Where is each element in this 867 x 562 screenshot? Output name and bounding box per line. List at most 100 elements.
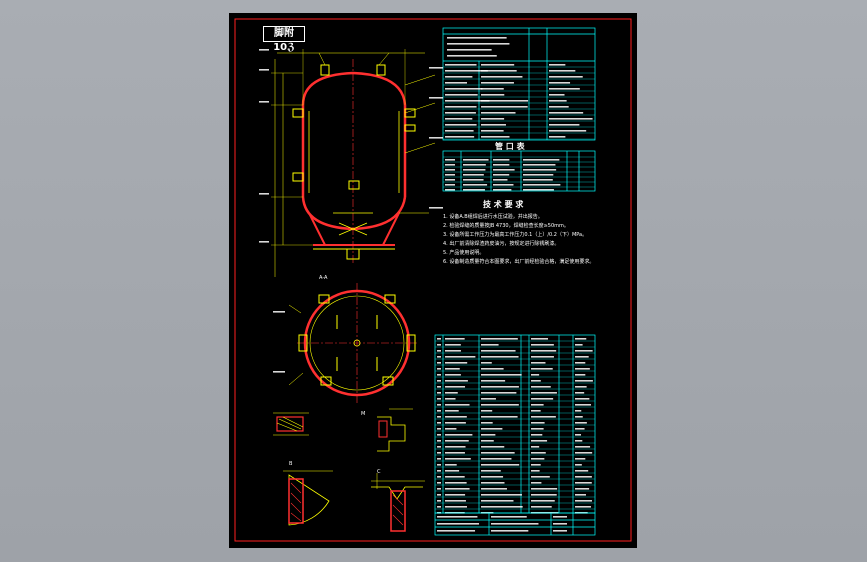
illegible-text-stroke — [523, 169, 557, 171]
illegible-text-stroke — [445, 344, 461, 346]
illegible-text-stroke — [481, 82, 514, 84]
illegible-text-stroke — [447, 43, 510, 45]
illegible-text-stroke — [437, 350, 441, 352]
illegible-text-stroke — [575, 380, 593, 382]
illegible-text-stroke — [447, 37, 507, 39]
illegible-text-stroke — [259, 49, 269, 51]
illegible-text-stroke — [437, 416, 441, 418]
illegible-text-stroke — [481, 458, 512, 460]
illegible-text-stroke — [481, 344, 499, 346]
illegible-text-stroke — [445, 169, 455, 171]
illegible-text-stroke — [481, 470, 501, 472]
illegible-text-stroke — [531, 452, 546, 454]
illegible-text-stroke — [531, 410, 541, 412]
illegible-text-stroke — [437, 470, 441, 472]
illegible-text-stroke — [445, 174, 455, 176]
sheet-border — [234, 18, 632, 542]
illegible-text-stroke — [575, 488, 590, 490]
illegible-text-stroke — [445, 506, 467, 508]
illegible-text-stroke — [445, 362, 468, 364]
illegible-text-stroke — [549, 130, 587, 132]
illegible-text-stroke — [481, 94, 505, 96]
tech-note: 1. 设备A.B组焊后进行水压试验，并出报告。 — [443, 214, 543, 220]
illegible-text-stroke — [493, 164, 510, 166]
dimension-ticks — [259, 49, 443, 373]
illegible-text-stroke — [463, 169, 486, 171]
illegible-text-stroke — [445, 179, 455, 181]
illegible-text-stroke — [445, 130, 474, 132]
illegible-text-stroke — [523, 159, 560, 161]
tech-requirements-heading: 技 术 要 求 — [483, 200, 524, 209]
tech-note: 3. 设备所需工作压力为最高工作压力0.1（上）/0.2（下）MPa。 — [443, 232, 588, 238]
illegible-text-stroke — [437, 482, 441, 484]
illegible-text-stroke — [575, 428, 585, 430]
illegible-text-stroke — [493, 179, 508, 181]
parts-list — [434, 334, 596, 514]
illegible-text-stroke — [445, 368, 460, 370]
illegible-text-stroke — [481, 124, 506, 126]
illegible-text-stroke — [531, 338, 549, 340]
illegible-text-stroke — [437, 344, 441, 346]
illegible-text-stroke — [531, 446, 540, 448]
illegible-text-stroke — [445, 386, 466, 388]
illegible-text-stroke — [437, 356, 441, 358]
illegible-text-stroke — [531, 422, 545, 424]
illegible-text-stroke — [523, 184, 561, 186]
illegible-text-stroke — [481, 112, 516, 114]
illegible-text-stroke — [437, 523, 480, 525]
illegible-text-stroke — [481, 76, 523, 78]
illegible-text-stroke — [481, 338, 518, 340]
illegible-text-stroke — [549, 76, 583, 78]
illegible-text-stroke — [531, 476, 550, 478]
illegible-text-stroke — [445, 88, 483, 90]
illegible-text-stroke — [445, 488, 470, 490]
illegible-text-stroke — [437, 404, 441, 406]
parts-list-rows — [435, 340, 595, 510]
illegible-text-stroke — [445, 428, 457, 430]
illegible-text-stroke — [481, 130, 504, 132]
illegible-text-stroke — [445, 184, 455, 186]
illegible-text-stroke — [445, 476, 465, 478]
illegible-text-stroke — [437, 338, 441, 340]
illegible-text-stroke — [549, 70, 576, 72]
illegible-text-stroke — [445, 494, 466, 496]
illegible-text-stroke — [549, 124, 580, 126]
illegible-text-stroke — [481, 70, 517, 72]
illegible-text-stroke — [445, 124, 477, 126]
illegible-text-stroke — [531, 416, 556, 418]
illegible-text-stroke — [445, 356, 476, 358]
illegible-text-stroke — [463, 179, 484, 181]
illegible-text-stroke — [531, 482, 542, 484]
illegible-text-stroke — [549, 136, 566, 138]
illegible-text-stroke — [575, 422, 587, 424]
illegible-text-stroke — [523, 189, 554, 191]
illegible-text-stroke — [549, 88, 580, 90]
illegible-text-stroke — [575, 476, 592, 478]
illegible-text-stroke — [481, 374, 522, 376]
illegible-text-stroke — [481, 422, 493, 424]
illegible-text-stroke — [437, 488, 441, 490]
illegible-text-stroke — [481, 446, 505, 448]
illegible-text-stroke — [463, 164, 486, 166]
illegible-text-stroke — [553, 516, 567, 518]
illegible-text-stroke — [429, 97, 443, 99]
illegible-text-stroke — [575, 440, 583, 442]
illegible-text-stroke — [481, 100, 529, 102]
drawing-sheet[interactable]: 脚附10ℨ 管 口 表 技 术 要 求 1. 设备A.B组焊后进行水压试验，并出… — [229, 13, 637, 548]
illegible-text-stroke — [575, 356, 589, 358]
drawing-title: 脚附10ℨ — [263, 26, 305, 53]
illegible-text-stroke — [481, 494, 522, 496]
illegible-text-stroke — [445, 136, 475, 138]
illegible-text-stroke — [437, 506, 441, 508]
illegible-text-stroke — [531, 386, 551, 388]
section-label-a: A-A — [319, 275, 328, 281]
illegible-text-stroke — [549, 118, 593, 120]
illegible-text-stroke — [531, 344, 554, 346]
illegible-text-stroke — [531, 434, 543, 436]
illegible-text-stroke — [445, 76, 473, 78]
illegible-text-stroke — [549, 94, 565, 96]
illegible-text-stroke — [445, 82, 467, 84]
illegible-text-stroke — [445, 94, 478, 96]
nozzle-table — [442, 150, 596, 192]
